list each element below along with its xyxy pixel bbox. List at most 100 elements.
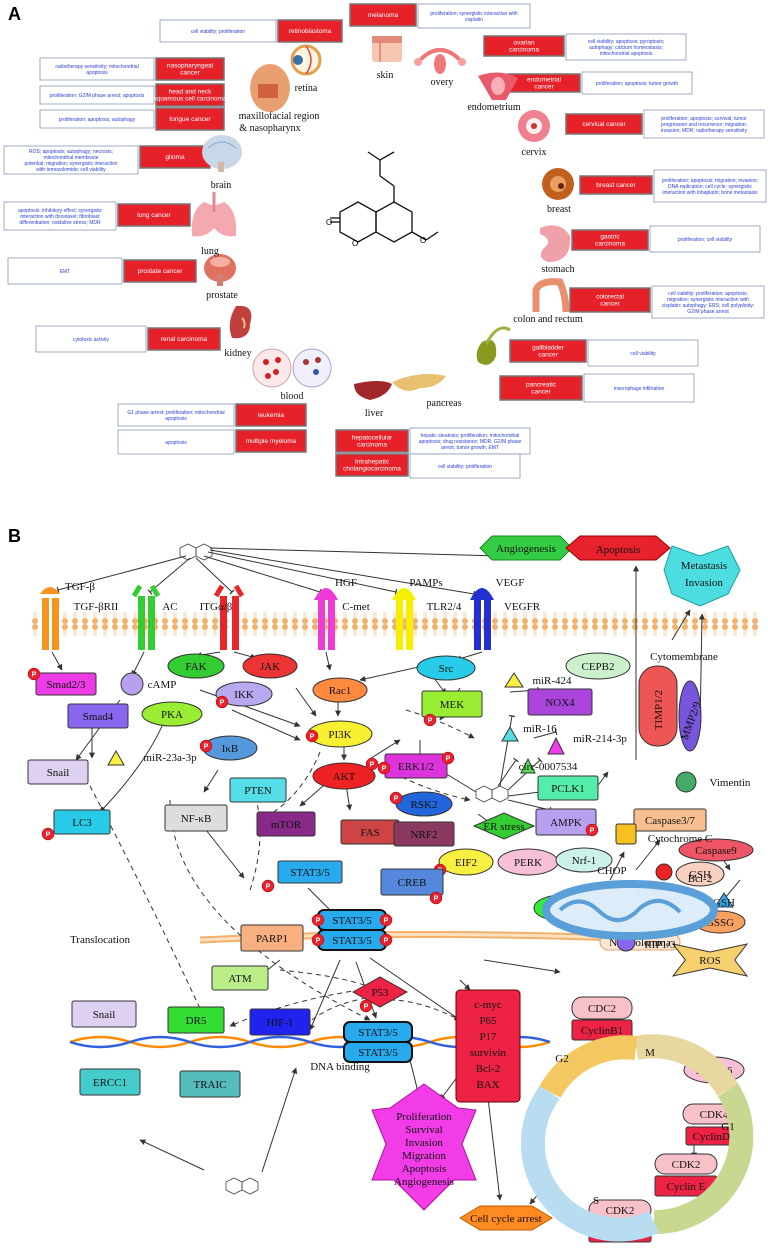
svg-text:maxillofacial region: maxillofacial region	[239, 111, 320, 122]
effect-text: cell viability; proliferation	[191, 29, 245, 35]
svg-text:ATM: ATM	[228, 973, 251, 985]
apoptosis-outcome-label: Apoptosis	[596, 544, 641, 556]
cancer-gastric: proliferation; cell viabilitygastriccarc…	[571, 225, 761, 253]
svg-text:miR-424: miR-424	[532, 675, 572, 687]
effect-text: cell viability; apoptosis; pyroptosis;	[588, 39, 664, 45]
effect-text: proliferation; apoptosis; survival; tumo…	[661, 116, 747, 122]
blood-icon	[252, 348, 332, 388]
liver-icon	[354, 381, 392, 400]
svg-text:PERK: PERK	[514, 857, 542, 869]
svg-text:O: O	[326, 218, 332, 227]
svg-text:CDK4: CDK4	[700, 1109, 729, 1121]
cancer-name: head and neck	[169, 89, 212, 96]
effect-text: mitochondrial membrane	[43, 155, 98, 161]
node-vimentin: Vimentin	[675, 771, 751, 793]
svg-text:LC3: LC3	[72, 817, 92, 829]
cancer-name: endometrial	[527, 77, 562, 84]
node-rac1: Rac1	[312, 677, 368, 703]
svg-text:endometrium: endometrium	[467, 102, 521, 113]
lung-icon	[191, 192, 237, 237]
phenotype-star	[371, 1083, 477, 1211]
svg-text:NF-κB: NF-κB	[181, 813, 212, 825]
svg-text:Snail: Snail	[93, 1009, 116, 1021]
svg-text:cervix: cervix	[522, 147, 547, 158]
effect-text: cisplatin	[465, 17, 483, 23]
svg-text:PI3K: PI3K	[328, 729, 351, 741]
node-gsh: GSH	[675, 861, 725, 887]
retina-icon	[290, 44, 322, 76]
svg-text:ER stress: ER stress	[483, 821, 524, 833]
node-jak: JAK	[242, 653, 298, 679]
svg-text:GSH: GSH	[713, 897, 735, 909]
svg-text:JAK: JAK	[260, 661, 280, 673]
svg-text:RIP1/3: RIP1/3	[644, 939, 676, 951]
svg-text:CREB: CREB	[398, 877, 427, 889]
svg-text:PARP1: PARP1	[256, 933, 288, 945]
svg-text:P: P	[316, 938, 321, 945]
effect-text: proliferation; cell viability	[678, 237, 733, 243]
effect-text: cisplatin; autophagy; ERS; cell polyploi…	[662, 303, 755, 309]
svg-text:miR-16: miR-16	[523, 723, 557, 735]
effect-text: cell viability; proliferation	[438, 464, 492, 470]
svg-text:G1: G1	[721, 1121, 734, 1133]
gallbladder-icon	[476, 326, 511, 365]
node-stat35: STAT3/5P	[261, 860, 343, 893]
effect-text: potential; migration; synergistic intera…	[24, 161, 117, 167]
effect-text: interaction with lobaplatin; bone metast…	[662, 190, 758, 196]
svg-text:CDK2: CDK2	[606, 1205, 635, 1217]
cytomembrane-label: Cytomembrane	[650, 651, 718, 663]
svg-text:DR5: DR5	[186, 1015, 207, 1027]
stat-dna-top: STAT3/5	[343, 1021, 413, 1043]
effect-text: apoptosis	[165, 440, 187, 446]
organ-icons	[191, 36, 574, 400]
svg-text:prostate: prostate	[206, 290, 238, 301]
svg-text:retina: retina	[295, 83, 318, 94]
outcomes: Angiogenesis Apoptosis Metastasis Invasi…	[459, 535, 741, 1231]
svg-text:P: P	[370, 762, 375, 769]
node-mmp: MMP2/9	[678, 680, 704, 752]
effect-text: apoptosis	[86, 70, 108, 76]
svg-text:Smad2/3: Smad2/3	[46, 679, 86, 691]
node-ros: ROS	[671, 943, 749, 977]
svg-text:Smad4: Smad4	[83, 711, 114, 723]
cancer-hcc: hepatic steatosis; proliferation; mitoch…	[335, 427, 531, 455]
cancer-breast: proliferation; apoptosis; migration; inv…	[579, 169, 767, 203]
svg-text:AMPK: AMPK	[550, 817, 582, 829]
cancer-name: prostate cancer	[138, 268, 184, 275]
cancer-name: nasopharyngeal	[167, 63, 214, 70]
svg-text:overy: overy	[431, 77, 454, 88]
pancreas-icon	[392, 374, 446, 391]
effect-text: macrophage infiltration	[614, 386, 665, 392]
effect-text: differentiation; oxidative stress; MDR	[19, 220, 101, 226]
phenotype-5: Angiogenesis	[394, 1176, 454, 1188]
receptors	[40, 584, 494, 650]
svg-text:kidney: kidney	[224, 348, 251, 359]
svg-text:RSK2: RSK2	[411, 799, 438, 811]
effect-text: G2/M phase arrest	[687, 309, 729, 315]
cancer-name: colorectal	[596, 294, 624, 301]
stomach-icon	[540, 225, 571, 262]
svg-text:lung: lung	[201, 246, 219, 257]
dna-binding-label: DNA binding	[310, 1061, 370, 1073]
phenotype-1: Survival	[405, 1124, 442, 1136]
svg-text:FAK: FAK	[185, 661, 206, 673]
svg-text:P: P	[266, 884, 271, 891]
effect-text: proliferation; apoptosis; autophagy	[59, 117, 136, 123]
svg-text:TGF-β: TGF-β	[65, 581, 95, 593]
node-nfkb: NF-κB	[164, 804, 228, 832]
cancer-name: carcinoma	[595, 241, 625, 248]
effect-text: arrest; tumor growth; EMT	[441, 445, 499, 451]
svg-text:AKT: AKT	[333, 771, 356, 783]
phenotype-list: ProliferationSurvivalInvasionMigrationAp…	[394, 1111, 454, 1188]
node-cepb2: CEPB2	[565, 652, 631, 680]
svg-text:P: P	[364, 1004, 369, 1011]
phenotype-2: Invasion	[405, 1137, 443, 1149]
node-erk: ERK1/2PP	[377, 751, 455, 779]
svg-text:Bcl-2: Bcl-2	[688, 873, 712, 885]
itg-receptor	[213, 584, 245, 650]
node-mtor: mTOR	[256, 811, 316, 837]
